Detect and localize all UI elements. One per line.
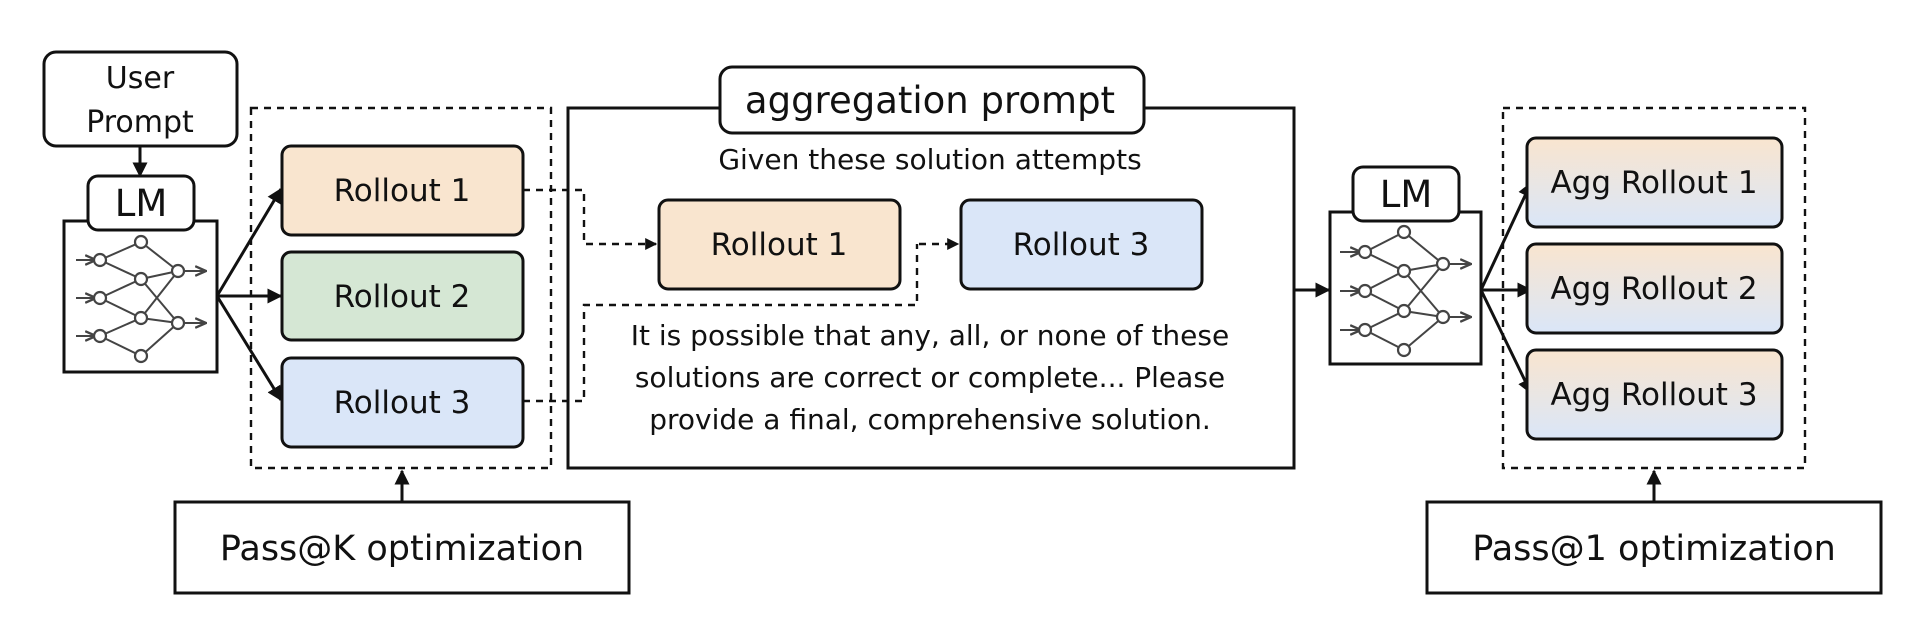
user-prompt-box: User Prompt: [42, 50, 239, 148]
prompt-rollout-b-label: Rollout 3: [1013, 227, 1150, 263]
user-prompt-label-line1: User: [106, 61, 175, 96]
right-lm-label: LM: [1380, 173, 1433, 216]
left-rollout-2: Rollout 2: [280, 250, 525, 342]
lm-to-agg3-arrow: [1479, 289, 1533, 395]
left-lm-block: LM: [62, 174, 219, 374]
right-lm-tag: [1351, 165, 1461, 223]
lm-to-rollout1-arrow: [215, 187, 283, 297]
left-lm-label: LM: [115, 182, 168, 225]
agg-rollout-3: Agg Rollout 3: [1525, 348, 1784, 441]
pass-1-label: Pass@1 optimization: [1472, 529, 1836, 569]
lm-to-rollout3-arrow: [215, 295, 283, 402]
prompt-rollout-b: Rollout 3: [959, 198, 1204, 291]
left-rollout-1: Rollout 1: [280, 144, 525, 237]
agg-rollout-2-label: Agg Rollout 2: [1550, 271, 1757, 307]
aggregation-intro-text: Given these solution attempts: [718, 143, 1141, 176]
right-neural-network-icon: [1340, 224, 1471, 358]
rollout3-to-prompt-connector: [523, 244, 919, 403]
agg-rollout-2: Agg Rollout 2: [1525, 242, 1784, 335]
aggregation-prompt-title-tab: aggregation prompt: [718, 65, 1146, 135]
aggregation-prompt-title: aggregation prompt: [745, 79, 1115, 122]
lm-to-agg1-arrow: [1479, 181, 1533, 291]
prompt-rollout-a: Rollout 1: [657, 198, 902, 291]
right-lm-block: LM: [1328, 165, 1483, 366]
pass-k-label: Pass@K optimization: [220, 529, 584, 569]
left-rollout-3-label: Rollout 3: [334, 385, 471, 421]
left-rollout-1-label: Rollout 1: [334, 173, 471, 209]
instruction-line-1: It is possible that any, all, or none of…: [631, 319, 1229, 352]
agg-rollout-group-frame: [1501, 106, 1807, 470]
agg-rollout-3-label: Agg Rollout 3: [1550, 377, 1757, 413]
left-rollout-2-label: Rollout 2: [334, 279, 471, 315]
prompt-rollout-a-label: Rollout 1: [711, 227, 848, 263]
rollout-group-frame: [249, 106, 553, 470]
left-rollout-3: Rollout 3: [280, 356, 525, 449]
rollout1-to-prompt-connector: [523, 188, 658, 250]
user-prompt-label-line2: Prompt: [86, 105, 194, 140]
agg-rollout-1: Agg Rollout 1: [1525, 136, 1784, 229]
pass-1-box: Pass@1 optimization: [1425, 500, 1883, 595]
instruction-line-2: solutions are correct or complete... Ple…: [635, 361, 1225, 394]
pass-k-box: Pass@K optimization: [173, 500, 631, 595]
left-lm-tag: [86, 174, 196, 232]
agg-rollout-1-label: Agg Rollout 1: [1550, 165, 1757, 201]
instruction-line-3: provide a final, comprehensive solution.: [649, 403, 1211, 436]
left-neural-network-icon: [76, 234, 206, 364]
